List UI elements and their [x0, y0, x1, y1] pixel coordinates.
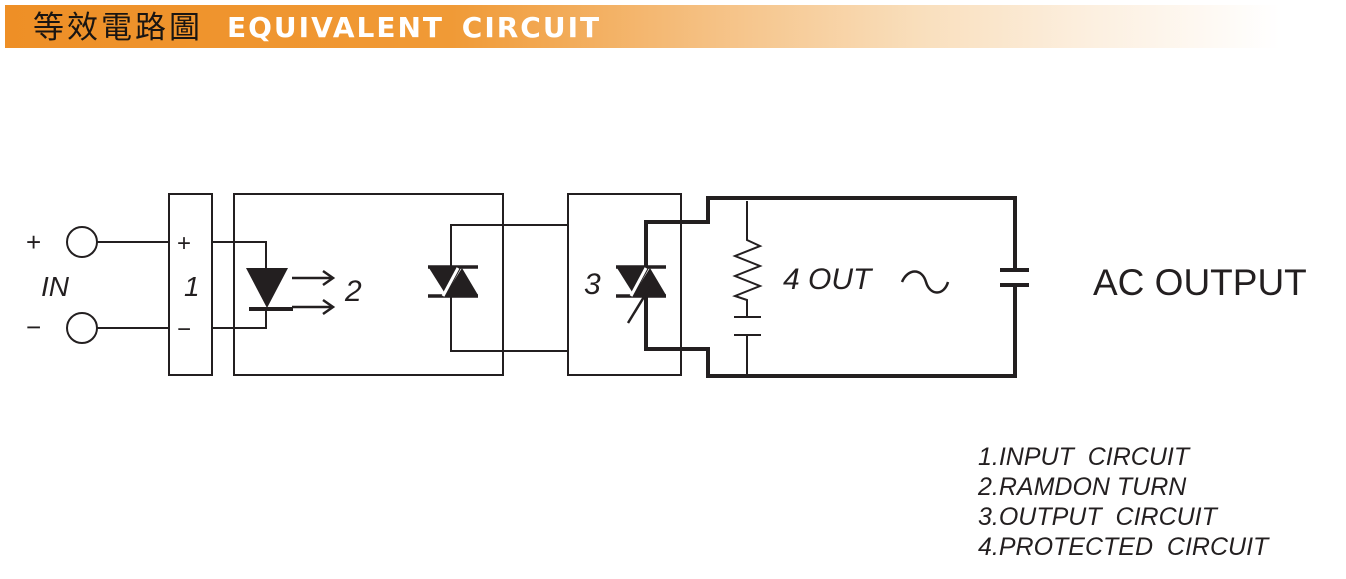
input-label: IN: [41, 271, 70, 302]
block-2-random-turn: [233, 193, 504, 376]
led-icon: [246, 268, 293, 311]
legend-item: 4.PROTECTED CIRCUIT: [978, 533, 1269, 561]
block-2-number: 2: [344, 275, 362, 308]
header-title-english: EQUIVALENT CIRCUIT: [227, 11, 602, 44]
wire-triac2-bottom: [450, 296, 568, 352]
block-1-input-circuit: [168, 193, 213, 376]
triac-icon: [428, 265, 478, 298]
block-3-number: 3: [584, 268, 601, 301]
ac-output-label: AC OUTPUT: [1093, 262, 1307, 303]
input-terminal-minus: [66, 312, 98, 344]
wire-led-anode: [212, 241, 267, 268]
block-4-label: 4 OUT: [783, 263, 874, 296]
input-plus-label: +: [26, 227, 41, 257]
block-1-number: 1: [184, 271, 200, 302]
block-3-output-circuit: [567, 193, 682, 376]
light-arrow-icon: [292, 269, 336, 316]
legend: 1.INPUT CIRCUIT 2.RAMDON TURN 3.OUTPUT C…: [978, 442, 1268, 562]
wire-led-cathode: [212, 309, 267, 329]
legend-item: 1.INPUT CIRCUIT: [978, 443, 1190, 471]
legend-item: 3.OUTPUT CIRCUIT: [978, 503, 1217, 531]
input-minus-label: −: [26, 312, 41, 342]
resistor-icon: [732, 201, 763, 317]
block-1-plus-label: +: [177, 230, 191, 257]
output-triac-icon: [616, 265, 666, 324]
header-title-chinese: 等效電路圖: [33, 10, 203, 46]
wire-output-top: [644, 196, 1017, 270]
legend-item: 2.RAMDON TURN: [978, 473, 1187, 501]
wire-triac2-top: [450, 224, 568, 267]
wire-output-bottom: [644, 285, 1017, 378]
input-terminal-plus: [66, 226, 98, 258]
section-header-banner: 等效電路圖 EQUIVALENT CIRCUIT: [5, 5, 1280, 48]
ac-sine-icon: [900, 270, 950, 294]
block-1-minus-label: −: [177, 316, 191, 343]
